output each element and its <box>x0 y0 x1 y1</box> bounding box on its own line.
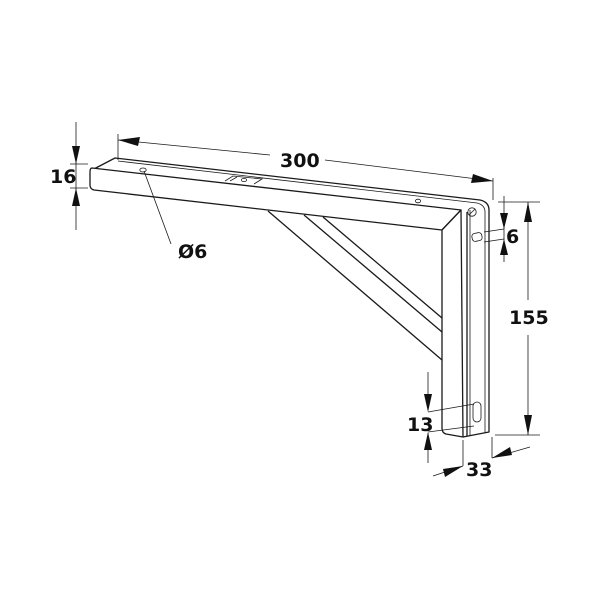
diagonal-brace <box>267 210 443 361</box>
dim-slot-bottom-13: 13 <box>407 372 475 463</box>
screw-icon <box>467 207 477 217</box>
upper-slot <box>471 232 483 242</box>
dim-height-155: 155 <box>495 201 549 436</box>
dim-leg-width-33: 33 <box>432 437 531 481</box>
hinge-detail <box>224 175 264 185</box>
dim-leg-width-label: 33 <box>466 459 492 481</box>
dim-arm-height-label: 16 <box>50 166 76 188</box>
dim-hole-diameter-label: Ø6 <box>178 241 207 263</box>
dim-slot-offset-label: 6 <box>506 226 519 248</box>
dim-length-label: 300 <box>280 150 320 172</box>
dim-height-label: 155 <box>509 307 549 329</box>
dim-arm-height-16: 16 <box>50 122 88 230</box>
dim-hole-diameter: Ø6 <box>143 170 207 263</box>
screw-hole-right <box>414 198 421 204</box>
dim-slot-offset-6: 6 <box>483 196 519 262</box>
dim-length-300: 300 <box>117 134 494 200</box>
bracket-body <box>89 157 490 438</box>
lower-slot <box>472 401 482 423</box>
screw-hole-left <box>139 167 147 173</box>
dim-slot-bottom-label: 13 <box>407 414 433 436</box>
